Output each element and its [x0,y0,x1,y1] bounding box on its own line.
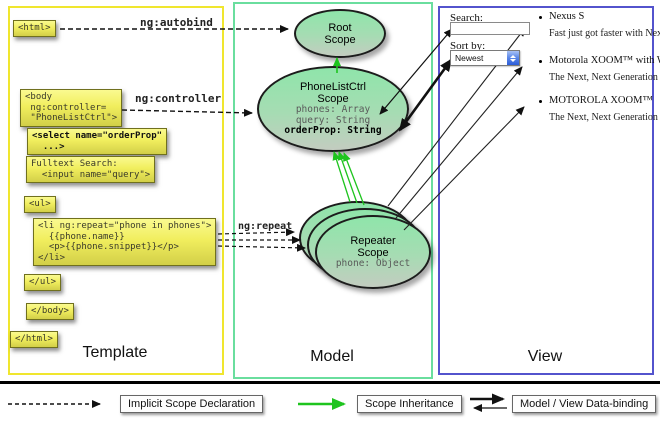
code-box-body-open: <body ng:controller= "PhoneListCtrl"> [20,89,123,127]
label-ng-repeat: ng:repeat [238,221,293,232]
view-column-label: View [527,348,563,365]
phone-item-desc: The Next, Next Generation tablet. [549,72,660,83]
label-ng-controller: ng:controller [135,92,222,105]
scope-prop-phones: phones: Array [295,104,371,116]
search-input[interactable] [450,22,530,35]
phonelistctrl-scope-ellipse: PhoneListCtrl Scope phones: Array query:… [257,66,409,152]
select-stepper-icon[interactable] [507,51,519,65]
model-column-box [233,2,433,379]
code-box-html-open: <html> [13,20,56,37]
label-ng-autobind: ng:autobind [140,16,213,29]
repeater-scope-title: Repeater Scope [350,234,396,259]
phonelistctrl-scope-title: PhoneListCtrl Scope [299,81,367,106]
bullet-dot [539,100,542,103]
root-scope-title: Root Scope [324,21,356,46]
phone-item-desc: The Next, Next Generation tablet. [549,112,660,123]
code-box-li-repeat: <li ng:repeat="phone in phones"> {{phone… [33,218,217,266]
code-box-fulltext-search: Fulltext Search: <input name="query"> [26,156,156,183]
template-column-label: Template [82,344,148,361]
bullet-dot [539,60,542,63]
sort-by-selected-value: Newest [455,53,484,63]
code-box-ul-close: </ul> [24,274,62,291]
phone-item-desc: Fast just got faster with Nexus S. [549,28,660,39]
legend-divider-line [0,381,660,384]
repeater-scope-ellipse: Repeater Scope phone: Object [315,215,431,289]
legend-model-view-data-binding: Model / View Data-binding [512,395,657,413]
phone-item-title: Motorola XOOM™ with Wi-Fi [549,55,660,66]
root-scope-ellipse: Root Scope [294,9,386,58]
template-column-box [8,6,224,375]
code-box-ul-open: <ul> [24,196,56,213]
phone-item-title: Nexus S [549,11,585,22]
code-box-body-close: </body> [26,303,74,320]
scope-prop-orderprop: orderProp: String [284,125,382,137]
model-column-label: Model [310,348,354,365]
code-box-html-close: </html> [10,331,58,348]
code-box-select: <select name="orderProp" ...> [27,128,168,155]
bullet-dot [539,16,542,19]
legend-implicit-scope-declaration: Implicit Scope Declaration [120,395,264,413]
phone-item-title: MOTOROLA XOOM™ [549,95,653,106]
sort-by-dropdown[interactable]: Newest [450,50,520,66]
search-label: Search: [450,12,483,24]
scope-prop-query: query: String [295,114,371,126]
legend-scope-inheritance: Scope Inheritance [357,395,462,413]
scope-prop-phone: phone: Object [335,257,411,269]
